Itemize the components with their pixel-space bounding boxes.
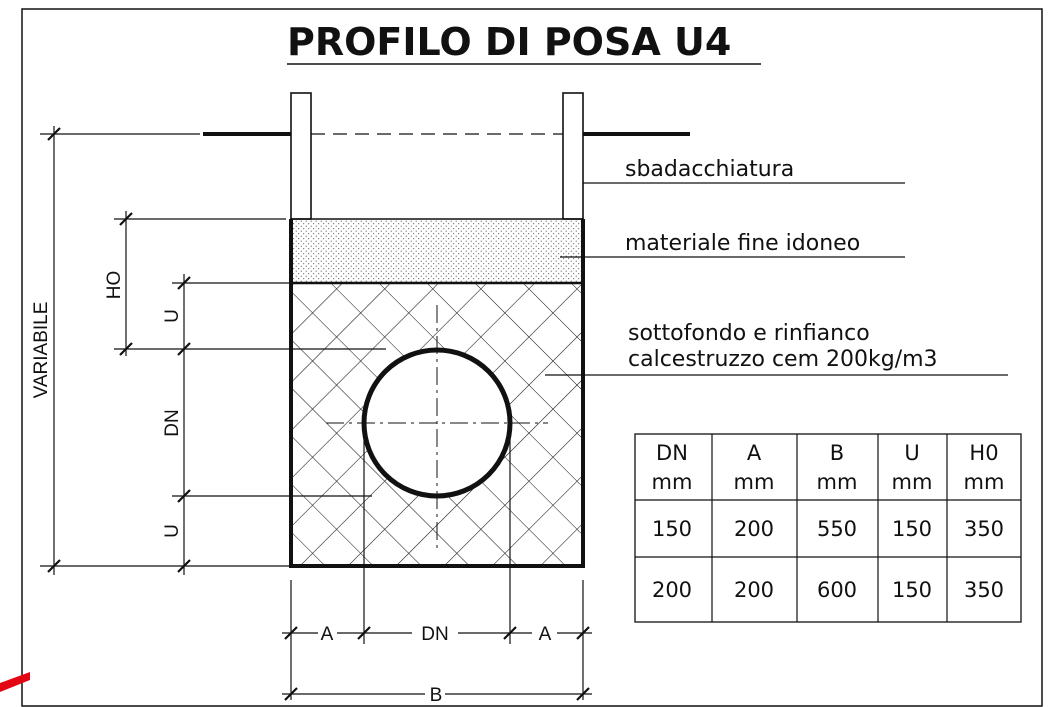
b-dimension <box>282 687 592 701</box>
table-header-h0: H0 <box>969 441 998 465</box>
u-top-label: U <box>162 309 183 323</box>
shoring-label: sbadacchiatura <box>625 157 794 182</box>
b-label: B <box>430 685 443 706</box>
bedding-label-line1: sottofondo e rinfianco <box>628 321 870 346</box>
shoring-board-left <box>290 92 312 220</box>
variable-label: VARIABILE <box>31 302 52 399</box>
horizontal-chain-dimension <box>282 430 592 700</box>
table-header-a: A <box>747 441 762 465</box>
bedding-label-line2: calcestruzzo cem 200kg/m3 <box>628 347 938 372</box>
a-left-label: A <box>321 624 334 645</box>
trench-outline <box>289 219 585 568</box>
dn-horizontal-label: DN <box>421 624 448 645</box>
table-header-b: B <box>830 441 844 465</box>
fine-material-layer <box>290 218 584 284</box>
table-unit-a: mm <box>734 470 775 494</box>
table-cell: 200 <box>652 578 692 602</box>
vertical-chain-dimension <box>172 274 372 575</box>
drawing-frame <box>21 8 1043 707</box>
a-right-label: A <box>539 624 552 645</box>
dimensions-table: DN mm A mm B mm U mm H0 mm 150 200 550 1… <box>634 433 1022 623</box>
fill-label: materiale fine idoneo <box>625 231 860 256</box>
table-cell: 200 <box>734 578 774 602</box>
table-unit-dn: mm <box>652 470 693 494</box>
table-header-u: U <box>904 441 919 465</box>
table-unit-h0: mm <box>964 470 1005 494</box>
table-cell: 150 <box>892 578 932 602</box>
dn-vertical-label: DN <box>162 409 183 436</box>
table-unit-b: mm <box>817 470 858 494</box>
u-bottom-label: U <box>162 524 183 538</box>
h0-dimension <box>114 211 386 356</box>
shoring-board-right <box>562 92 584 220</box>
table-cell: 350 <box>964 517 1004 541</box>
table-cell: 350 <box>964 578 1004 602</box>
table-unit-u: mm <box>892 470 933 494</box>
table-cell: 200 <box>734 517 774 541</box>
h0-label: HO <box>104 271 125 300</box>
variable-dimension <box>40 126 290 575</box>
page-title: PROFILO DI POSA U4 <box>287 20 731 64</box>
table-cell: 550 <box>817 517 857 541</box>
table-cell: 150 <box>892 517 932 541</box>
corner-accent <box>0 672 30 692</box>
table-cell: 600 <box>817 578 857 602</box>
table-cell: 150 <box>652 517 692 541</box>
table-header-dn: DN <box>656 441 688 465</box>
